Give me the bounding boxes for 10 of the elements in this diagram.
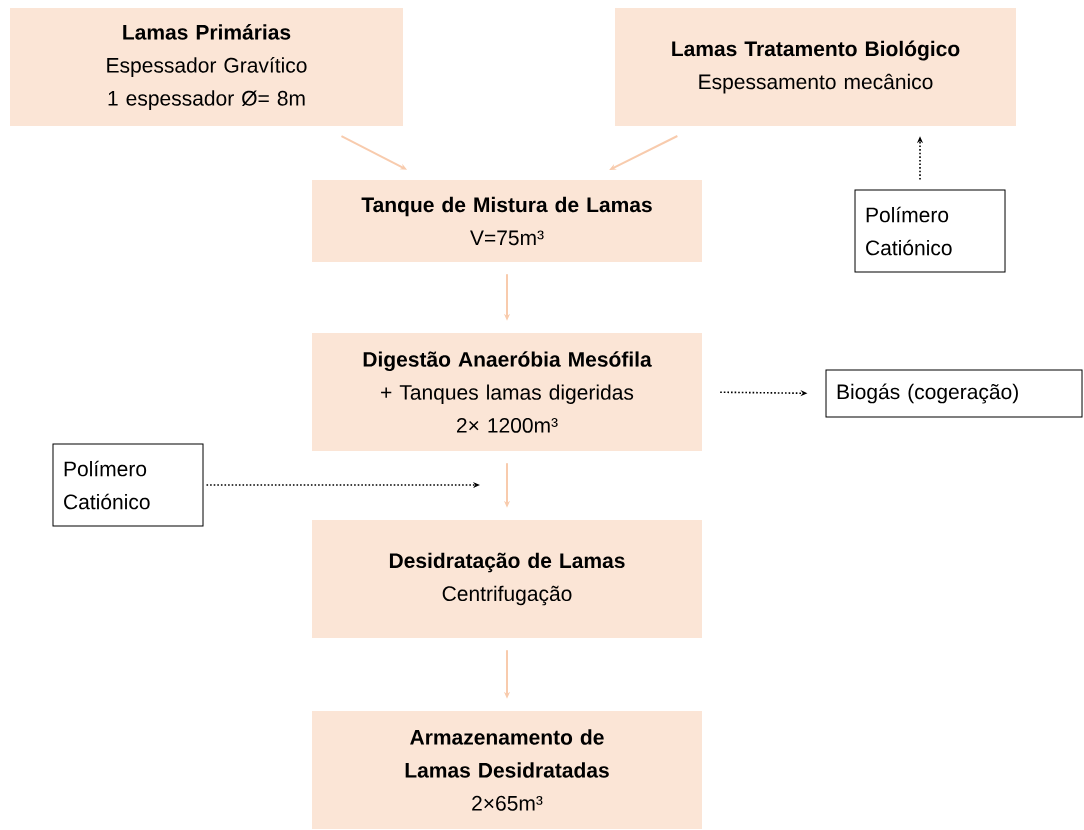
input-box: Biogás (cogeração) bbox=[825, 369, 1083, 418]
process-box: Armazenamento de Lamas Desidratadas 2×65m³ bbox=[312, 711, 702, 829]
input-box: Polímero Catiónico bbox=[52, 443, 204, 527]
arrow bbox=[609, 135, 679, 170]
process-box: Tanque de Mistura de Lamas V=75m³ bbox=[312, 180, 702, 262]
process-box: Digestão Anaeróbia Mesófila + Tanques lamas digeridas 2× 1200m³ bbox=[312, 333, 702, 451]
process-box: Lamas Tratamento Biológico Espessamento mecânico bbox=[615, 8, 1016, 126]
process-box: Desidratação de Lamas Centrifugação bbox=[312, 520, 702, 638]
input-box: Polímero Catiónico bbox=[854, 189, 1006, 273]
process-box: Lamas Primárias Espessador Gravítico 1 espessador Ø= 8m bbox=[10, 8, 403, 126]
